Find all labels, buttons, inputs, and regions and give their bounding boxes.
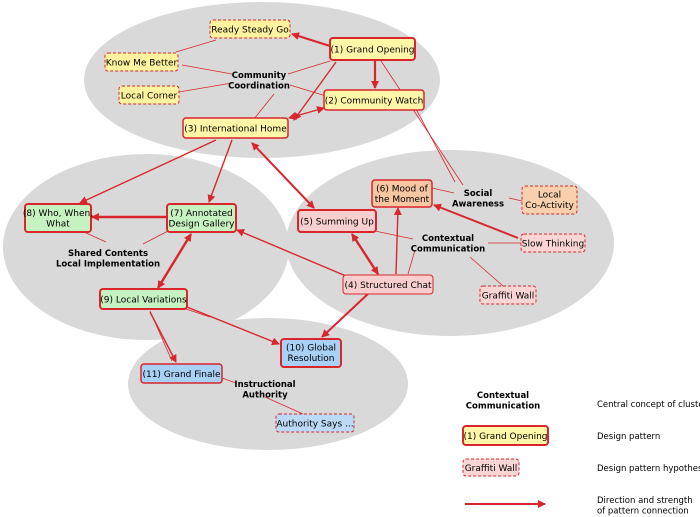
svg-text:(2) Community Watch: (2) Community Watch (325, 97, 424, 107)
design-patterns: (1) Grand Opening (2) Community Watch (3… (23, 37, 434, 384)
svg-text:(1) Grand Opening: (1) Grand Opening (330, 46, 414, 56)
pattern-arrows (79, 32, 519, 363)
node-authority-says[interactable]: Authority Says ... (275, 413, 355, 433)
node-international-home[interactable]: (3) International Home (182, 117, 289, 139)
legend-cluster-description: Central concept of cluster (597, 400, 700, 410)
svg-text:(11) Grand Finale: (11) Grand Finale (142, 370, 221, 380)
legend-pattern-example: (1) Grand Opening (463, 432, 547, 442)
pattern-hypotheses: Ready Steady Go Know Me Better Local Cor… (104, 19, 586, 433)
legend-pattern-swatch: (1) Grand Opening (462, 425, 549, 446)
node-summing-up[interactable]: (5) Summing Up (297, 209, 377, 233)
svg-text:Authority Says ...: Authority Says ... (276, 420, 353, 430)
node-local-variations[interactable]: (9) Local Variations (99, 288, 188, 310)
node-structured-chat[interactable]: (4) Structured Chat (342, 274, 434, 295)
node-community-watch[interactable]: (2) Community Watch (323, 89, 425, 111)
svg-text:Local Corner: Local Corner (121, 92, 178, 102)
svg-text:(9) Local Variations: (9) Local Variations (100, 296, 187, 306)
legend-pattern-description: Design pattern (597, 432, 660, 442)
legend-hypothesis-description: Design pattern hypothesis (597, 464, 700, 474)
legend-hypothesis-swatch: Graffiti Wall (462, 458, 520, 477)
svg-text:Slow Thinking: Slow Thinking (522, 240, 584, 250)
node-slow-thinking[interactable]: Slow Thinking (520, 233, 586, 253)
legend-hypothesis-example: Graffiti Wall (465, 464, 518, 474)
svg-text:Ready Steady Go: Ready Steady Go (211, 26, 289, 36)
svg-text:(3) International Home: (3) International Home (184, 125, 287, 135)
node-know-me-better[interactable]: Know Me Better (104, 52, 179, 72)
node-grand-finale[interactable]: (11) Grand Finale (140, 363, 223, 384)
svg-text:(4) Structured Chat: (4) Structured Chat (344, 281, 432, 291)
node-who-when-what[interactable]: (8) Who, When,What (23, 203, 93, 233)
svg-text:(5) Summing Up: (5) Summing Up (300, 218, 374, 228)
node-ready-steady-go[interactable]: Ready Steady Go (209, 19, 291, 39)
svg-text:(8) Who, When,What: (8) Who, When,What (23, 209, 93, 230)
svg-text:Graffiti Wall: Graffiti Wall (482, 292, 535, 302)
node-grand-opening[interactable]: (1) Grand Opening (329, 37, 416, 61)
node-graffiti-wall[interactable]: Graffiti Wall (479, 285, 537, 305)
cluster-shared-ellipse (3, 154, 289, 340)
svg-text:Know Me Better: Know Me Better (106, 59, 178, 69)
node-local-corner[interactable]: Local Corner (118, 85, 180, 105)
